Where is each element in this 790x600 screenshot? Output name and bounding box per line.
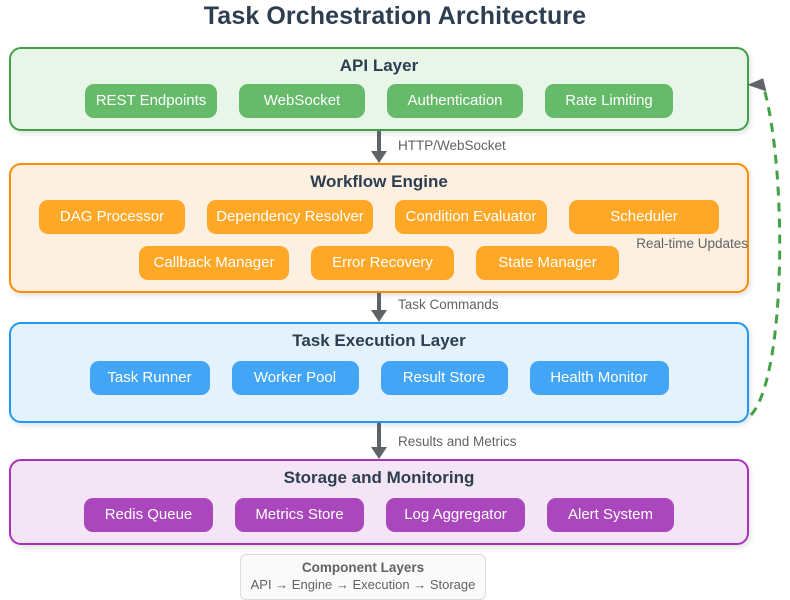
connector-line	[377, 293, 381, 310]
component-health-monitor[interactable]: Health Monitor	[529, 361, 669, 395]
component-worker-pool[interactable]: Worker Pool	[231, 361, 359, 395]
layer-api[interactable]: API Layer REST Endpoints WebSocket Authe…	[9, 47, 749, 131]
component-alert-system[interactable]: Alert System	[547, 498, 674, 532]
legend-title: Component Layers	[301, 560, 425, 575]
layer-execution-components: Task Runner Worker Pool Result Store Hea…	[11, 361, 747, 395]
layer-workflow-title: Workflow Engine	[310, 172, 448, 191]
feedback-curve-path	[749, 84, 782, 417]
connector-label-results-and-metrics: Results and Metrics	[398, 434, 517, 449]
layer-workflow-components-row-1: DAG Processor Dependency Resolver Condit…	[11, 200, 747, 234]
layer-storage-components: Redis Queue Metrics Store Log Aggregator…	[11, 498, 747, 532]
component-dependency-resolver[interactable]: Dependency Resolver	[207, 200, 373, 234]
component-metrics-store[interactable]: Metrics Store	[235, 498, 364, 532]
layer-storage-monitoring[interactable]: Storage and Monitoring Redis Queue Metri…	[9, 459, 749, 545]
connector-label-http-websocket: HTTP/WebSocket	[398, 138, 506, 153]
feedback-arrowhead-icon	[747, 78, 767, 92]
layer-execution-title: Task Execution Layer	[292, 331, 466, 350]
component-callback-manager[interactable]: Callback Manager	[139, 246, 289, 280]
component-result-store[interactable]: Result Store	[380, 361, 508, 395]
page-title: Task Orchestration Architecture	[203, 2, 587, 30]
feedback-label-realtime-updates: Real-time Updates	[636, 236, 748, 251]
connector-api-to-workflow	[371, 131, 387, 163]
component-websocket[interactable]: WebSocket	[239, 84, 365, 118]
connector-workflow-to-execution	[371, 293, 387, 322]
component-error-recovery[interactable]: Error Recovery	[311, 246, 454, 280]
layer-task-execution[interactable]: Task Execution Layer Task Runner Worker …	[9, 322, 749, 423]
connector-line	[377, 131, 381, 151]
component-rate-limiting[interactable]: Rate Limiting	[545, 84, 673, 118]
layer-workflow-engine[interactable]: Workflow Engine DAG Processor Dependency…	[9, 163, 749, 293]
layer-api-components: REST Endpoints WebSocket Authentication …	[11, 84, 747, 118]
arrowhead-icon	[371, 151, 387, 163]
legend-flow: API → Engine → Execution → Storage	[250, 577, 476, 592]
component-authentication[interactable]: Authentication	[387, 84, 523, 118]
component-log-aggregator[interactable]: Log Aggregator	[386, 498, 525, 532]
component-dag-processor[interactable]: DAG Processor	[39, 200, 185, 234]
connector-execution-to-storage	[371, 423, 387, 459]
component-rest-endpoints[interactable]: REST Endpoints	[85, 84, 217, 118]
layer-api-title: API Layer	[339, 56, 419, 75]
legend-box: Component Layers API → Engine → Executio…	[240, 554, 486, 600]
component-state-manager[interactable]: State Manager	[476, 246, 619, 280]
connector-label-task-commands: Task Commands	[398, 297, 499, 312]
connector-line	[377, 423, 381, 447]
arrowhead-icon	[371, 310, 387, 322]
component-scheduler[interactable]: Scheduler	[569, 200, 719, 234]
layer-workflow-components-row-2: Callback Manager Error Recovery State Ma…	[11, 246, 747, 280]
layer-storage-title: Storage and Monitoring	[283, 468, 475, 487]
component-task-runner[interactable]: Task Runner	[89, 361, 210, 395]
arrowhead-icon	[371, 447, 387, 459]
component-redis-queue[interactable]: Redis Queue	[84, 498, 213, 532]
component-condition-evaluator[interactable]: Condition Evaluator	[395, 200, 547, 234]
